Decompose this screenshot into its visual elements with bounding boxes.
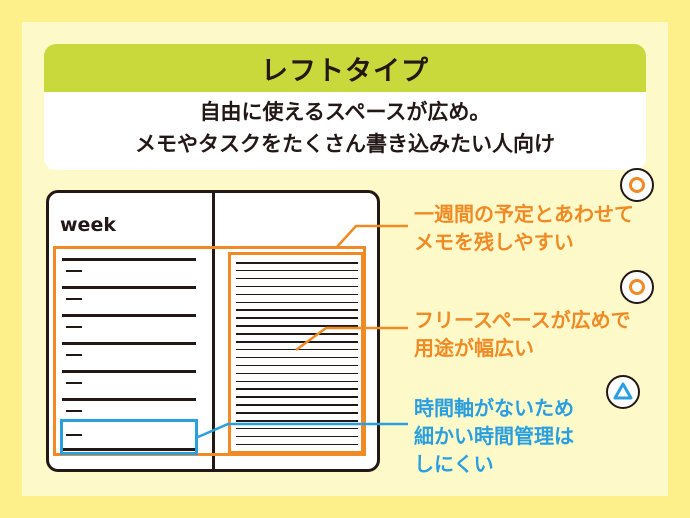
week-highlight-frame bbox=[53, 246, 366, 456]
memo-line bbox=[236, 341, 358, 343]
page-title: レフトタイプ bbox=[261, 55, 429, 87]
week-label: week bbox=[60, 214, 116, 236]
weekly-row-dash bbox=[66, 298, 82, 300]
memo-line bbox=[236, 277, 358, 280]
note-1-line-1: 一週間の予定とあわせて bbox=[414, 202, 634, 226]
time-highlight-box bbox=[60, 419, 198, 455]
memo-line bbox=[236, 388, 358, 390]
good-circle-icon bbox=[620, 270, 654, 304]
note-1: 一週間の予定とあわせて メモを残しやすい bbox=[414, 200, 634, 256]
weekly-row-dash bbox=[66, 270, 82, 272]
leader-line-2 bbox=[295, 326, 408, 352]
memo-line bbox=[236, 404, 358, 406]
memo-line bbox=[236, 364, 358, 367]
note-1-line-2: メモを残しやすい bbox=[414, 230, 574, 254]
description: 自由に使えるスペースが広め。 メモやタスクをたくさん書き込みたい人向け bbox=[44, 96, 646, 160]
memo-line bbox=[236, 317, 358, 319]
note-3-line-1: 時間軸がないため bbox=[414, 396, 574, 420]
weekly-row-dash bbox=[66, 326, 82, 328]
note-2-line-2: 用途が幅広い bbox=[414, 336, 534, 360]
memo-line bbox=[236, 309, 358, 311]
weekly-row-line bbox=[62, 448, 196, 451]
weekly-row-line bbox=[62, 286, 196, 289]
weekly-row-line bbox=[62, 314, 196, 317]
fair-triangle-icon bbox=[606, 375, 640, 409]
description-line-2: メモやタスクをたくさん書き込みたい人向け bbox=[135, 132, 555, 156]
weekly-row-dash bbox=[66, 434, 82, 436]
note-3-line-3: しにくい bbox=[414, 452, 494, 476]
memo-line bbox=[236, 301, 358, 303]
description-line-1: 自由に使えるスペースが広め。 bbox=[199, 100, 491, 124]
memo-line bbox=[236, 262, 358, 264]
memo-line bbox=[236, 293, 358, 296]
note-3-line-2: 細かい時間管理は bbox=[414, 424, 574, 448]
header-card: レフトタイプ 自由に使えるスペースが広め。 メモやタスクをたくさん書き込みたい人… bbox=[44, 44, 646, 170]
memo-line bbox=[236, 435, 358, 438]
memo-line bbox=[236, 380, 358, 382]
memo-line bbox=[236, 285, 358, 288]
memo-line bbox=[236, 427, 358, 430]
leader-line-3 bbox=[197, 422, 408, 439]
memo-line bbox=[236, 372, 358, 375]
weekly-row-dash bbox=[66, 354, 82, 356]
memo-line bbox=[236, 443, 358, 446]
weekly-row-dash bbox=[66, 410, 82, 412]
memo-line bbox=[236, 356, 358, 359]
note-2-line-1: フリースペースが広めで bbox=[414, 308, 631, 332]
memo-line bbox=[236, 269, 358, 272]
notebook-spine bbox=[212, 190, 215, 472]
note-2: フリースペースが広めで 用途が幅広い bbox=[414, 306, 631, 362]
good-circle-icon bbox=[620, 168, 654, 202]
memo-line bbox=[236, 333, 358, 335]
memo-line bbox=[236, 325, 358, 327]
weekly-row-line bbox=[62, 342, 196, 345]
memo-line bbox=[236, 396, 358, 398]
weekly-row-dash bbox=[66, 382, 82, 384]
weekly-row-line bbox=[62, 258, 196, 261]
memo-line bbox=[236, 420, 358, 422]
weekly-row-line bbox=[62, 398, 196, 401]
leader-line-1 bbox=[335, 224, 408, 249]
title-band: レフトタイプ bbox=[44, 44, 646, 92]
note-3: 時間軸がないため 細かい時間管理は しにくい bbox=[414, 394, 574, 478]
weekly-row-line bbox=[62, 370, 196, 373]
memo-line bbox=[236, 412, 358, 414]
